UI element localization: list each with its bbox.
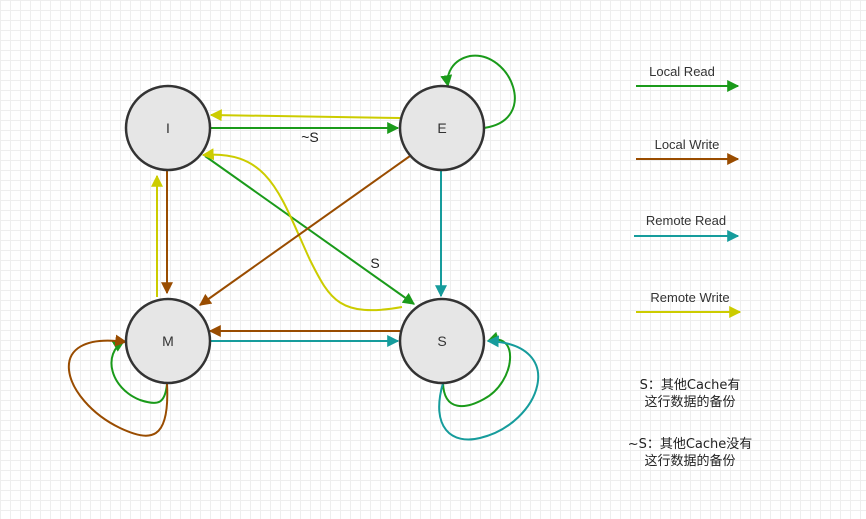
- edge-e-to-m: [199, 155, 411, 306]
- loop-m-local-read: [110, 340, 168, 404]
- legend-remote-read-label: Remote Read: [646, 213, 726, 228]
- note-not-s-line-2: 这行数据的备份: [644, 454, 736, 469]
- state-m: M: [124, 297, 212, 385]
- edge-s-to-i: [201, 148, 403, 312]
- note-s-line-2: 这行数据的备份: [644, 395, 736, 410]
- legend-remote-write-label: Remote Write: [650, 290, 729, 305]
- legend-local-read-label: Local Read: [649, 64, 715, 79]
- legend-local-write-label: Local Write: [655, 137, 720, 152]
- loop-e-local-read: [440, 54, 516, 129]
- state-i: I: [124, 84, 212, 172]
- note-not-s: ~S：其他Cache没有 这行数据的备份: [600, 436, 780, 470]
- state-e-label: E: [437, 120, 446, 136]
- state-i-label: I: [166, 120, 170, 136]
- loop-s-remote-read: [438, 335, 540, 441]
- legend: Local Read Local Write Remote Read Remot…: [634, 64, 742, 318]
- state-e: E: [398, 84, 486, 172]
- state-s: S: [398, 297, 486, 385]
- edge-e-to-i: [209, 109, 401, 122]
- note-not-s-line-1: ~S：其他Cache没有: [627, 437, 753, 452]
- state-m-label: M: [162, 333, 174, 349]
- state-s-label: S: [437, 333, 446, 349]
- edge-label-not-s: ~S: [301, 129, 319, 145]
- loop-m-local-write: [67, 334, 169, 437]
- note-s: S：其他Cache有 这行数据的备份: [600, 377, 780, 411]
- edge-i-to-s: [204, 155, 415, 305]
- edge-label-s: S: [370, 255, 379, 271]
- note-s-line-1: S：其他Cache有: [639, 378, 741, 393]
